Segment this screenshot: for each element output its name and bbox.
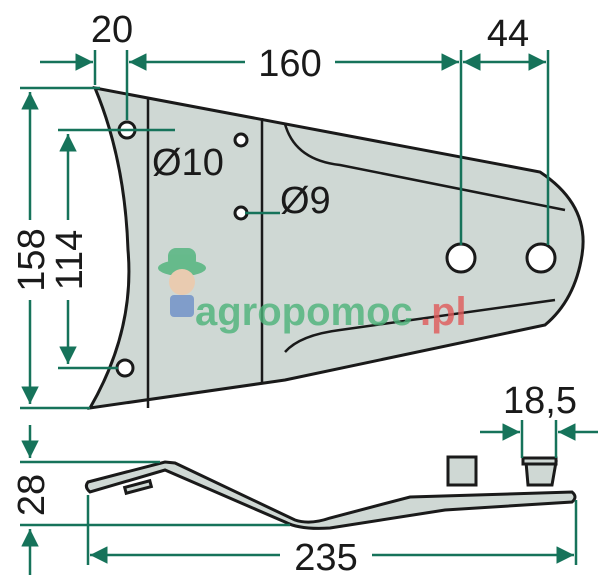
hole-right-2 — [525, 242, 557, 274]
dim-18-5: 18,5 — [503, 380, 577, 422]
plate-side-view — [84, 455, 577, 530]
dim-114: 114 — [49, 230, 91, 291]
dim-diameter-9: Ø9 — [280, 180, 331, 222]
dim-44: 44 — [487, 13, 529, 55]
dim-diameter-10: Ø10 — [152, 142, 224, 184]
dim-28: 28 — [11, 474, 53, 516]
plate-top-view — [87, 86, 585, 410]
svg-text:.pl: .pl — [420, 290, 467, 334]
watermark-logo: agropomoc .pl — [158, 248, 467, 334]
svg-text:agropomoc: agropomoc — [195, 290, 413, 334]
hole-small-1 — [233, 132, 249, 148]
dim-20: 20 — [91, 9, 133, 51]
hole-right-1 — [445, 242, 477, 274]
dim-160: 160 — [258, 43, 321, 85]
dim-158: 158 — [11, 228, 53, 291]
dim-235: 235 — [294, 537, 357, 579]
dimension-lines — [20, 50, 598, 575]
hole-lower-left — [115, 358, 135, 378]
